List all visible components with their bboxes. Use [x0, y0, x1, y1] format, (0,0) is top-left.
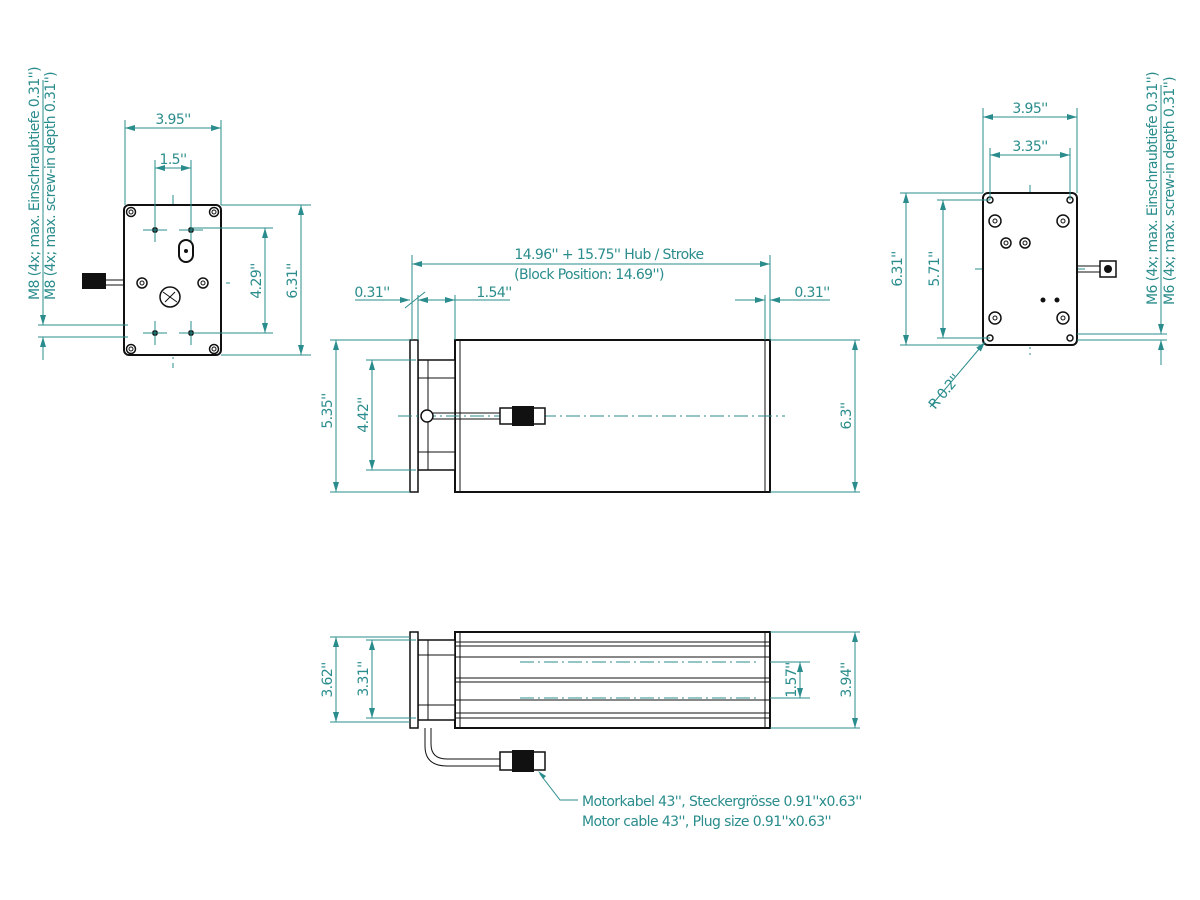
rear-width-dim: 3.95'': [1012, 101, 1047, 117]
body-height-dim: 6.3'': [839, 403, 855, 430]
flange-top: [409, 631, 419, 729]
cable-note-en: Motor cable 43'', Plug size 0.91''x0.63'…: [582, 814, 831, 830]
front-view: 3.95'' 1.5'' 4.29'' 6.31'' M8 (4x; max. …: [27, 67, 311, 368]
motor-connector: [82, 273, 106, 289]
actuator-body-top: [454, 631, 771, 729]
rear-height-dim: 6.31'': [890, 251, 906, 286]
flange-height-dim: 5.35'': [320, 393, 336, 428]
front-hole-spacing-dim: 1.5'': [160, 152, 187, 168]
cable-note-de: Motorkabel 43'', Steckergrösse 0.91''x0.…: [582, 794, 862, 810]
rear-screws: [988, 214, 1070, 325]
rail-spacing-dim: 1.57'': [784, 662, 800, 697]
m8-note-de: M8 (4x; max. Einschraubtiefe 0.31''): [27, 67, 43, 300]
m6-note-en: M6 (4x; max. screw-in depth 0.31''): [1162, 77, 1178, 305]
stroke-length-dim: 14.96'' + 15.75'' Hub / Stroke: [514, 247, 703, 263]
m8-note-en: M8 (4x; max. screw-in depth 0.31''): [43, 72, 59, 300]
front-height-dim: 6.31'': [285, 263, 301, 298]
front-width-dim: 3.95'': [155, 112, 190, 128]
block-height-dim: 4.42'': [356, 397, 372, 432]
corner-screws: [125, 206, 220, 355]
rear-hole-height-dim: 5.71'': [927, 251, 943, 286]
block-offset-dim: 1.54'': [476, 285, 511, 301]
top-view: 3.62'' 3.31'' 1.57'' 3.94'' Motorkabel 4…: [320, 631, 862, 830]
rear-plate: [982, 192, 1078, 346]
corner-radius-dim: R 0.2'': [926, 372, 964, 413]
side-view: 14.96'' + 15.75'' Hub / Stroke (Block Po…: [320, 247, 860, 493]
flange-thickness-dim: 0.31'': [354, 285, 389, 301]
top-block-height-dim: 3.31'': [356, 661, 372, 696]
block-position-dim: (Block Position: 14.69''): [514, 267, 664, 283]
front-hole-height-dim: 4.29'': [249, 263, 265, 298]
top-body-height-dim: 3.94'': [839, 662, 855, 697]
m6-note-de: M6 (4x; max. Einschraubtiefe 0.31''): [1145, 72, 1161, 305]
rear-view: 3.95'' 3.35'' 6.31'' 5.71'' R 0.2'' M6 (…: [890, 72, 1178, 413]
end-offset-dim: 0.31'': [794, 285, 829, 301]
top-flange-height-dim: 3.62'': [320, 662, 336, 697]
rear-hole-spacing-dim: 3.35'': [1012, 139, 1047, 155]
